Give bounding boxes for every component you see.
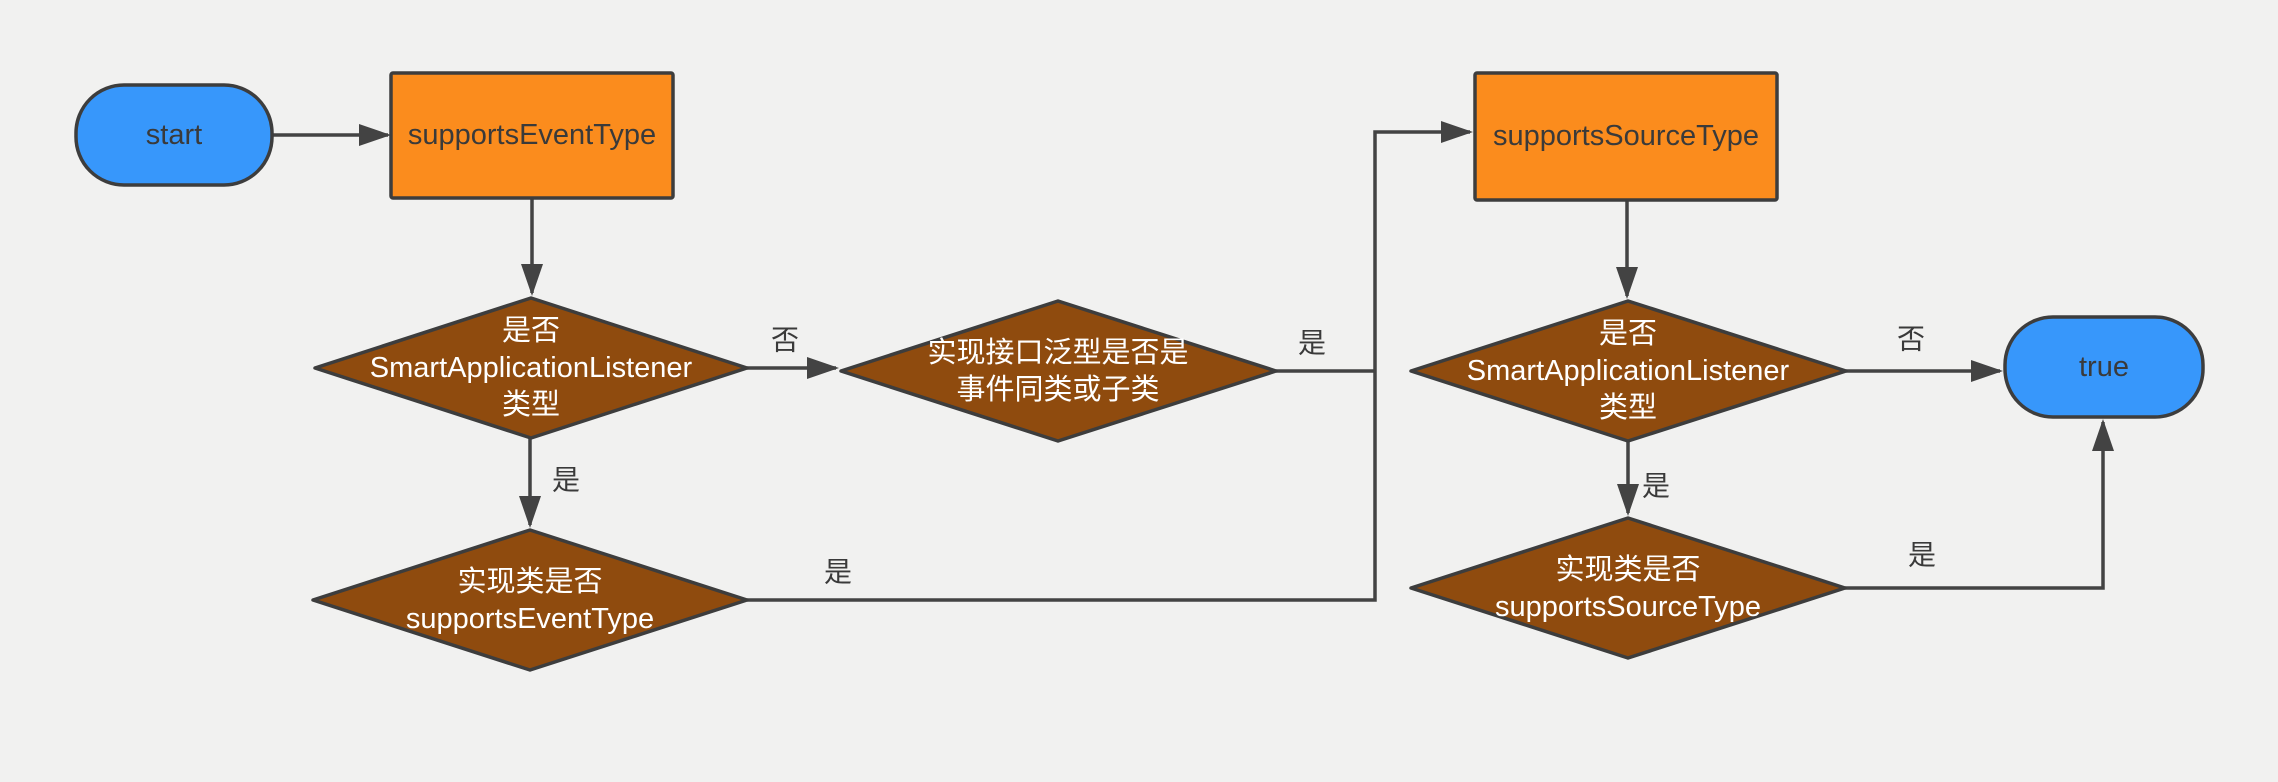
- is-smart-listener-source-line3: 类型: [1599, 391, 1657, 424]
- node-is-smart-listener-source[interactable]: 是否 SmartApplicationListener 类型: [1409, 299, 1848, 443]
- node-generic-type-match[interactable]: 实现接口泛型是否是 事件同类或子类: [839, 299, 1278, 443]
- impl-supports-event-type-line2: supportsEventType: [406, 603, 654, 635]
- edge-label-yes-impl-event: 是: [824, 557, 852, 588]
- generic-type-match-line1: 实现接口泛型是否是: [927, 336, 1188, 369]
- generic-type-match-shape[interactable]: [839, 299, 1278, 443]
- edges: [272, 121, 2114, 602]
- node-impl-supports-event-type[interactable]: 实现类是否 supportsEventType: [311, 528, 749, 672]
- impl-supports-event-type-shape[interactable]: [311, 528, 749, 672]
- is-smart-listener-event-line2: SmartApplicationListener: [370, 352, 693, 384]
- edge-label-yes-impl-source: 是: [1908, 540, 1936, 571]
- impl-supports-event-type-line1: 实现类是否: [457, 565, 602, 598]
- edge-impl-source-yes-to-true: [1845, 419, 2114, 590]
- impl-supports-source-type-line2: supportsSourceType: [1495, 591, 1761, 623]
- is-smart-listener-event-line3: 类型: [502, 388, 560, 421]
- is-smart-listener-event-line1: 是否: [502, 315, 560, 347]
- true-terminal-shape[interactable]: [2003, 315, 2205, 419]
- start-label: start: [146, 119, 202, 151]
- node-impl-supports-source-type[interactable]: 实现类是否 supportsSourceType: [1409, 516, 1847, 660]
- node-supports-source-type[interactable]: supportsSourceType: [1473, 71, 1779, 202]
- node-start[interactable]: start: [74, 83, 274, 187]
- edge-labels: 否 是 是 是 否 是 是: [552, 324, 1936, 588]
- supports-event-type-label: supportsEventType: [408, 119, 656, 151]
- true-label: true: [2079, 351, 2129, 383]
- edge-label-yes-source-listener: 是: [1642, 471, 1670, 502]
- is-smart-listener-source-line2: SmartApplicationListener: [1467, 355, 1790, 387]
- supports-source-type-shape[interactable]: [1473, 71, 1779, 202]
- node-true[interactable]: true: [2003, 315, 2205, 419]
- is-smart-listener-source-shape[interactable]: [1409, 299, 1848, 443]
- supports-event-type-shape[interactable]: [389, 71, 675, 200]
- start-terminal-shape[interactable]: [74, 83, 274, 187]
- edge-label-yes-generic-match: 是: [1298, 328, 1326, 359]
- edge-merge-to-supports-source-type: [747, 121, 1473, 602]
- edge-label-no-source-listener: 否: [1897, 324, 1925, 355]
- is-smart-listener-source-line1: 是否: [1599, 318, 1657, 350]
- impl-supports-source-type-line1: 实现类是否: [1555, 553, 1700, 586]
- edge-label-no-event-listener: 否: [771, 325, 799, 356]
- node-supports-event-type[interactable]: supportsEventType: [389, 71, 675, 200]
- impl-supports-source-type-shape[interactable]: [1409, 516, 1847, 660]
- supports-source-type-label: supportsSourceType: [1493, 120, 1759, 152]
- edge-label-yes-event-listener: 是: [552, 465, 580, 496]
- is-smart-listener-event-shape[interactable]: [313, 296, 749, 440]
- generic-type-match-line2: 事件同类或子类: [956, 373, 1159, 406]
- node-is-smart-listener-event[interactable]: 是否 SmartApplicationListener 类型: [313, 296, 749, 440]
